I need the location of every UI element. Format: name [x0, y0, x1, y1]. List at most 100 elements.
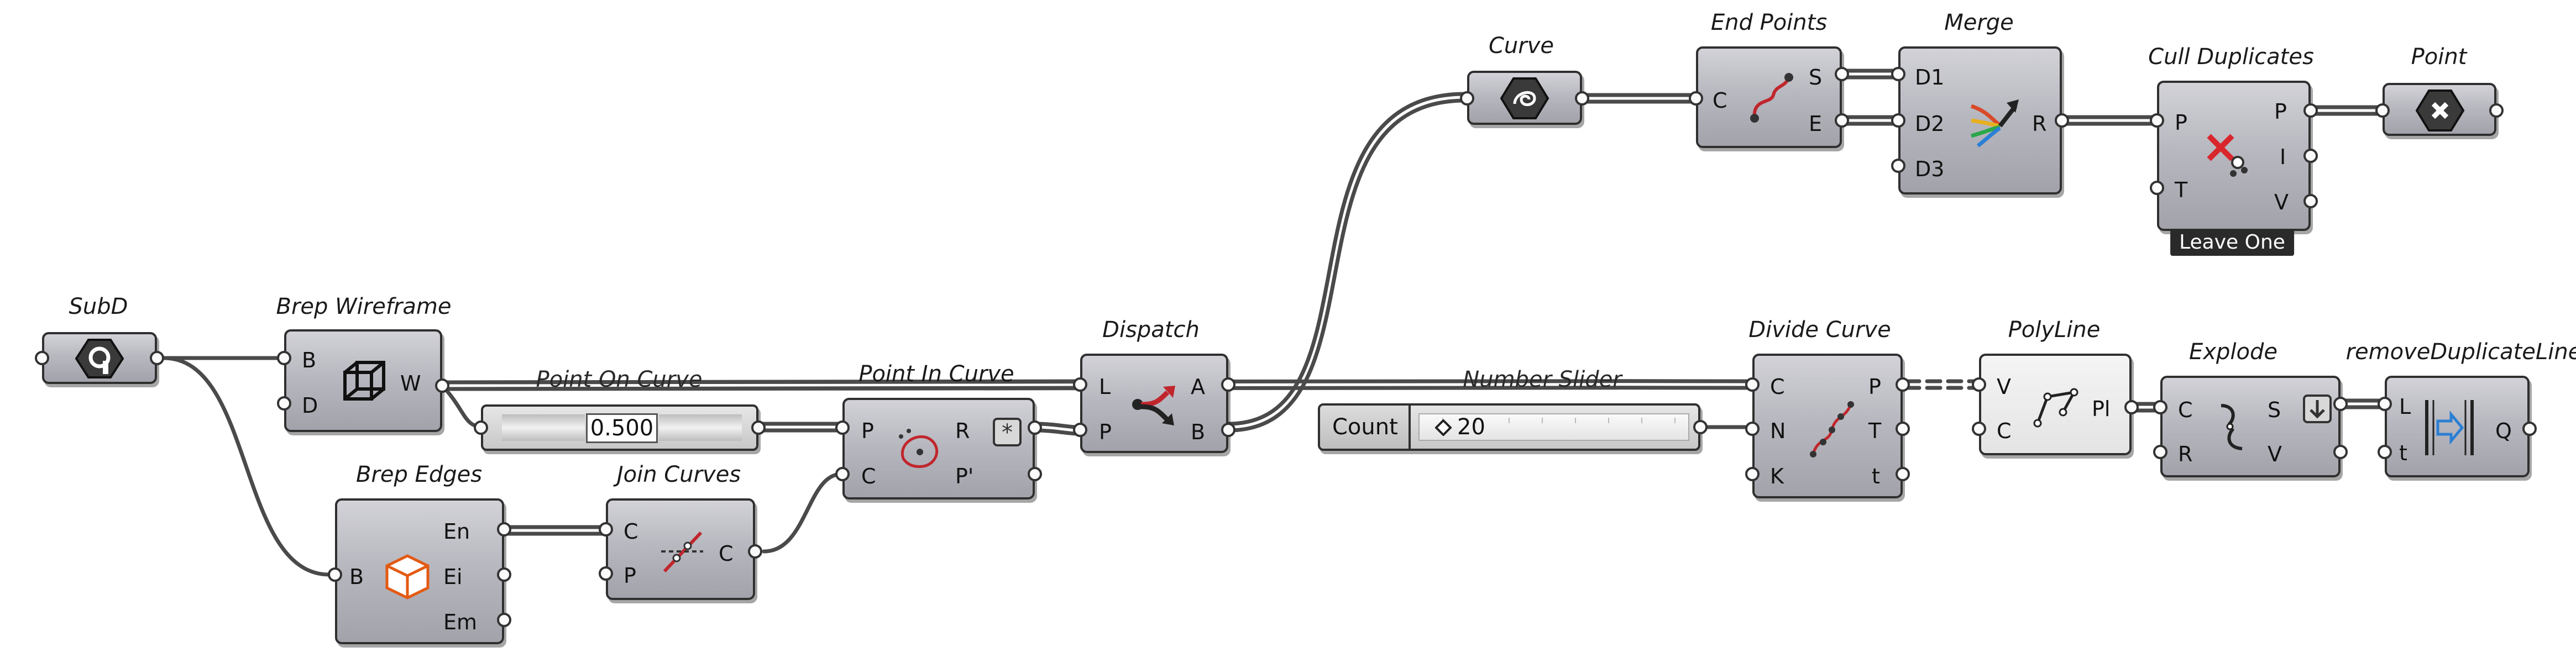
number-slider[interactable]: Count 20 — [1318, 403, 1700, 451]
divide-grip-p[interactable] — [1896, 377, 1910, 392]
subd-output-grip[interactable] — [150, 351, 164, 365]
endpoints-grip-c[interactable] — [1689, 91, 1703, 106]
wireframe-grip-b[interactable] — [277, 351, 291, 365]
point-in-curve-title: Point In Curve — [858, 361, 1014, 387]
end-points-icon — [1750, 73, 1793, 123]
merge-grip-d2[interactable] — [1891, 113, 1905, 128]
polyline-grip-c[interactable] — [1972, 422, 1986, 436]
dispatch-input-p: P — [1099, 420, 1112, 444]
polyline-grip-v[interactable] — [1972, 377, 1986, 392]
cull-duplicates-node[interactable]: P T P I V — [2157, 81, 2311, 231]
divide-curve-icon — [1810, 401, 1854, 457]
curve-param[interactable] — [1467, 71, 1582, 125]
divide-grip-c[interactable] — [1745, 377, 1760, 392]
cull-grip-i[interactable] — [2303, 149, 2318, 163]
divide-grip-tparam[interactable] — [1896, 467, 1910, 481]
cull-grip-p-out[interactable] — [2303, 103, 2318, 118]
divide-curve-node[interactable]: C N K P T t — [1752, 354, 1903, 498]
point-title: Point — [2411, 44, 2467, 70]
subd-param[interactable] — [42, 332, 157, 384]
brep-wireframe-title: Brep Wireframe — [276, 294, 452, 319]
curve-grip-out[interactable] — [1575, 91, 1589, 106]
pic-grip-pprime[interactable] — [1028, 467, 1042, 481]
join-curves-icon — [661, 531, 703, 573]
explode-grip-v[interactable] — [2333, 445, 2348, 459]
edges-input-b: B — [349, 565, 364, 589]
wireframe-grip-w[interactable] — [435, 378, 449, 393]
poc-grip-in[interactable] — [474, 420, 488, 435]
curve-icon — [1500, 77, 1549, 119]
join-grip-c-out[interactable] — [748, 544, 762, 559]
asterisk-icon[interactable]: * — [993, 418, 1022, 446]
edges-grip-ei[interactable] — [497, 567, 511, 582]
cull-duplicates-title: Cull Duplicates — [2148, 44, 2314, 70]
polyline-grip-pl[interactable] — [2124, 400, 2139, 414]
point-grip-out[interactable] — [2489, 103, 2504, 118]
point-grip-in[interactable] — [2375, 103, 2390, 118]
cull-output-p: P — [2274, 99, 2287, 124]
explode-grip-s[interactable] — [2333, 397, 2348, 411]
subd-title: SubD — [69, 294, 128, 319]
divide-grip-n[interactable] — [1745, 422, 1760, 436]
dispatch-grip-l[interactable] — [1073, 377, 1087, 392]
merge-input-d2: D2 — [1915, 112, 1945, 136]
merge-grip-d1[interactable] — [1891, 67, 1905, 81]
dispatch-input-l: L — [1099, 375, 1111, 399]
endpoints-input-c: C — [1713, 88, 1727, 113]
dispatch-grip-a[interactable] — [1221, 377, 1235, 392]
join-grip-c-in[interactable] — [599, 522, 613, 536]
merge-grip-d3[interactable] — [1891, 159, 1905, 173]
pic-grip-r[interactable] — [1028, 420, 1042, 435]
poc-grip-out[interactable] — [751, 420, 766, 435]
merge-grip-r[interactable] — [2055, 113, 2069, 128]
polyline-node[interactable]: V C Pl — [1979, 354, 2132, 455]
divide-grip-t[interactable] — [1896, 422, 1910, 436]
pic-grip-p[interactable] — [835, 420, 850, 435]
join-curves-node[interactable]: C P C — [606, 498, 755, 600]
explode-node[interactable]: C R S V — [2160, 376, 2341, 477]
slider-grip-out[interactable] — [1693, 420, 1708, 434]
number-slider-track[interactable] — [1418, 413, 1689, 441]
divide-curve-title: Divide Curve — [1748, 317, 1891, 343]
cull-grip-t[interactable] — [2150, 181, 2164, 195]
remove-input-t: t — [2399, 441, 2407, 465]
end-points-node[interactable]: C S E — [1696, 46, 1842, 148]
cull-output-i: I — [2280, 145, 2286, 169]
remove-grip-q[interactable] — [2522, 422, 2537, 436]
remove-grip-l[interactable] — [2378, 397, 2392, 411]
down-arrow-icon[interactable] — [2303, 395, 2332, 423]
brep-wireframe-node[interactable]: B D W — [284, 329, 442, 432]
poc-value[interactable]: 0.500 — [586, 413, 658, 443]
remove-grip-t[interactable] — [2378, 445, 2392, 459]
point-on-curve-slider[interactable]: 0.500 — [481, 404, 758, 451]
polyline-input-v: V — [1997, 375, 2011, 399]
pic-grip-c[interactable] — [835, 467, 850, 481]
join-grip-p[interactable] — [599, 566, 613, 581]
dispatch-grip-b[interactable] — [1221, 423, 1235, 437]
dispatch-node[interactable]: L P A B — [1080, 354, 1228, 453]
edges-grip-em[interactable] — [497, 613, 511, 627]
subd-input-grip[interactable] — [35, 351, 49, 365]
cull-grip-p-in[interactable] — [2150, 113, 2164, 128]
point-param[interactable] — [2383, 83, 2496, 136]
edges-output-en: En — [443, 519, 470, 544]
explode-grip-c[interactable] — [2153, 400, 2167, 414]
endpoints-grip-s[interactable] — [1835, 67, 1849, 81]
curve-grip-in[interactable] — [1460, 91, 1474, 106]
brep-edges-node[interactable]: B En Ei Em — [335, 498, 504, 644]
remove-duplicate-lines-node[interactable]: L t Q — [2385, 376, 2530, 477]
edges-grip-en[interactable] — [497, 522, 511, 536]
wireframe-grip-d[interactable] — [277, 396, 291, 411]
pic-output-r: R — [955, 419, 970, 443]
merge-node[interactable]: D1 D2 D3 R — [1898, 46, 2062, 194]
cull-grip-v[interactable] — [2303, 194, 2318, 208]
divide-grip-k[interactable] — [1745, 467, 1760, 481]
explode-grip-r[interactable] — [2153, 445, 2167, 459]
curve-title: Curve — [1488, 33, 1554, 59]
edges-grip-b[interactable] — [328, 567, 342, 582]
point-in-curve-node[interactable]: P C R P' * — [842, 398, 1035, 499]
dispatch-grip-p[interactable] — [1073, 423, 1087, 437]
endpoints-grip-e[interactable] — [1835, 113, 1849, 128]
slider-handle-icon[interactable] — [1435, 419, 1452, 436]
